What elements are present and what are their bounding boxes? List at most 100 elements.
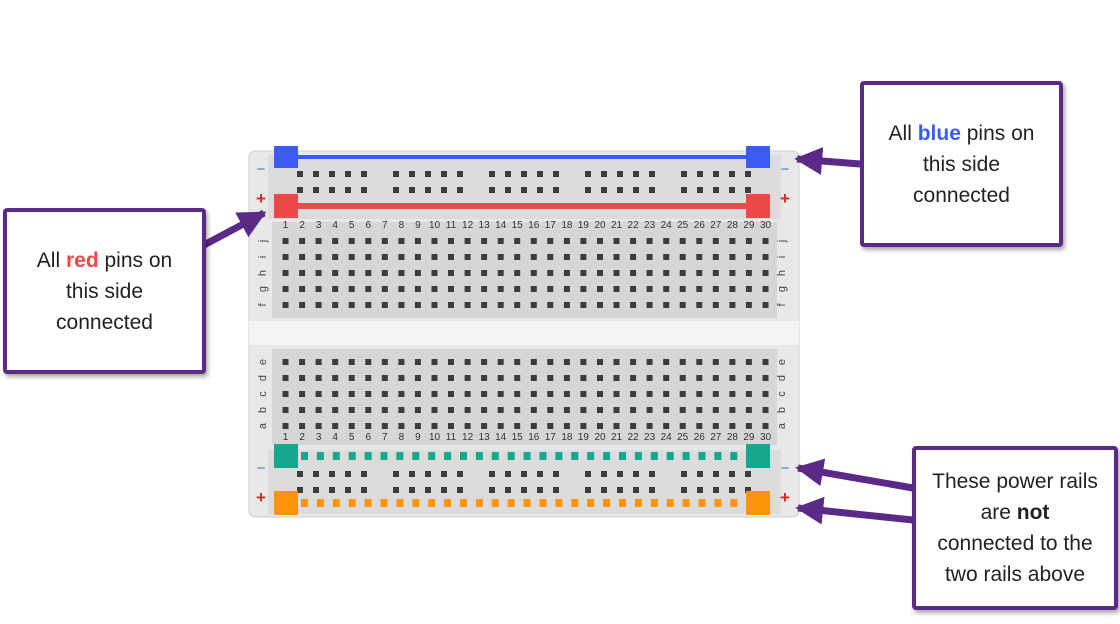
terminal-hole (613, 375, 620, 381)
rail-pin-marker (539, 452, 547, 460)
row-letter-c: c (257, 391, 269, 397)
terminal-hole (464, 375, 471, 381)
terminal-hole (514, 254, 521, 260)
terminal-hole (414, 270, 421, 276)
terminal-hole (630, 391, 637, 397)
terminal-hole (762, 286, 769, 292)
rail-pin-marker (523, 499, 531, 507)
rail-pin-marker (428, 499, 436, 507)
terminal-hole (497, 407, 504, 413)
rail-hole (553, 187, 559, 193)
rail-hole (441, 487, 447, 493)
column-number-top: 16 (528, 220, 540, 231)
terminal-hole (464, 407, 471, 413)
terminal-hole (597, 375, 603, 381)
terminal-hole (299, 302, 306, 308)
terminal-hole (712, 270, 719, 276)
terminal-hole (431, 375, 438, 381)
terminal-hole (448, 391, 454, 397)
terminal-hole (497, 423, 504, 429)
callout-blue-line1: All blue pins on (889, 118, 1035, 149)
rail-hole (649, 471, 655, 477)
rail-hole (601, 171, 607, 177)
rail-hole (617, 471, 623, 477)
rail-hole (697, 487, 703, 493)
column-number-bottom: 1 (283, 432, 289, 443)
terminal-hole (762, 407, 769, 413)
terminal-hole (597, 254, 603, 260)
terminal-hole (299, 359, 306, 365)
terminal-hole (663, 286, 670, 292)
rail-pin-marker (666, 499, 674, 507)
rail-pin-marker (682, 499, 690, 507)
blue-rail-end-left (274, 146, 298, 168)
column-number-top: 5 (349, 220, 355, 231)
terminal-hole (448, 423, 454, 429)
terminal-hole (282, 375, 289, 381)
column-number-top: 20 (594, 220, 606, 231)
terminal-hole (745, 286, 752, 292)
terminal-hole (696, 391, 703, 397)
terminal-hole (381, 423, 388, 429)
terminal-hole (514, 270, 521, 276)
terminal-hole (315, 270, 322, 276)
terminal-hole (381, 302, 388, 308)
rail-pin-marker (332, 452, 340, 460)
terminal-hole (381, 238, 388, 244)
terminal-hole (712, 302, 719, 308)
terminal-hole (663, 254, 670, 260)
rail-hole (425, 171, 431, 177)
callout-red-line1: All red pins on (37, 245, 172, 276)
rail-hole (585, 487, 591, 493)
terminal-hole (530, 359, 537, 365)
terminal-hole (332, 286, 339, 292)
rail-hole (697, 171, 703, 177)
terminal-hole (580, 286, 587, 292)
rail-hole (297, 471, 303, 477)
terminal-hole (481, 254, 488, 260)
rail-hole (729, 171, 735, 177)
terminal-hole (398, 302, 405, 308)
terminal-hole (597, 302, 603, 308)
rail-hole (441, 171, 447, 177)
rail-pin-marker (650, 499, 658, 507)
terminal-hole (381, 286, 388, 292)
terminal-hole (580, 254, 587, 260)
rail-pin-marker (428, 452, 436, 460)
terminal-hole (729, 286, 736, 292)
rail-pin-marker (523, 452, 531, 460)
rail-hole (649, 487, 655, 493)
terminal-hole (563, 375, 570, 381)
terminal-hole (679, 302, 686, 308)
column-number-top: 4 (332, 220, 338, 231)
terminal-hole (332, 423, 339, 429)
rail-hole (313, 471, 319, 477)
column-number-top: 25 (677, 220, 689, 231)
terminal-hole (481, 302, 488, 308)
terminal-hole (613, 407, 620, 413)
breadboard-holes (282, 171, 769, 493)
bottom-terminal-area (272, 349, 777, 445)
rail-hole (441, 187, 447, 193)
rail-pin-marker (301, 452, 308, 460)
terminal-hole (315, 375, 322, 381)
terminal-hole (315, 359, 322, 365)
rail-pin-marker (491, 452, 499, 460)
rail-pin-marker (412, 499, 420, 507)
column-number-bottom: 8 (399, 432, 405, 443)
top-terminal-area (272, 222, 777, 318)
rail-hole (441, 471, 447, 477)
callout-rails-line1: These power rails (932, 470, 1098, 493)
rail-hole (361, 171, 367, 177)
rail-hole (681, 187, 687, 193)
column-number-top: 8 (399, 220, 405, 231)
terminal-hole (679, 238, 686, 244)
terminal-hole (464, 270, 471, 276)
rail-pin-marker (603, 452, 611, 460)
red-rail-end-right (746, 194, 770, 218)
terminal-hole (580, 238, 587, 244)
rail-hole (409, 187, 415, 193)
terminal-hole (712, 391, 719, 397)
terminal-hole (762, 302, 769, 308)
terminal-hole (282, 423, 289, 429)
